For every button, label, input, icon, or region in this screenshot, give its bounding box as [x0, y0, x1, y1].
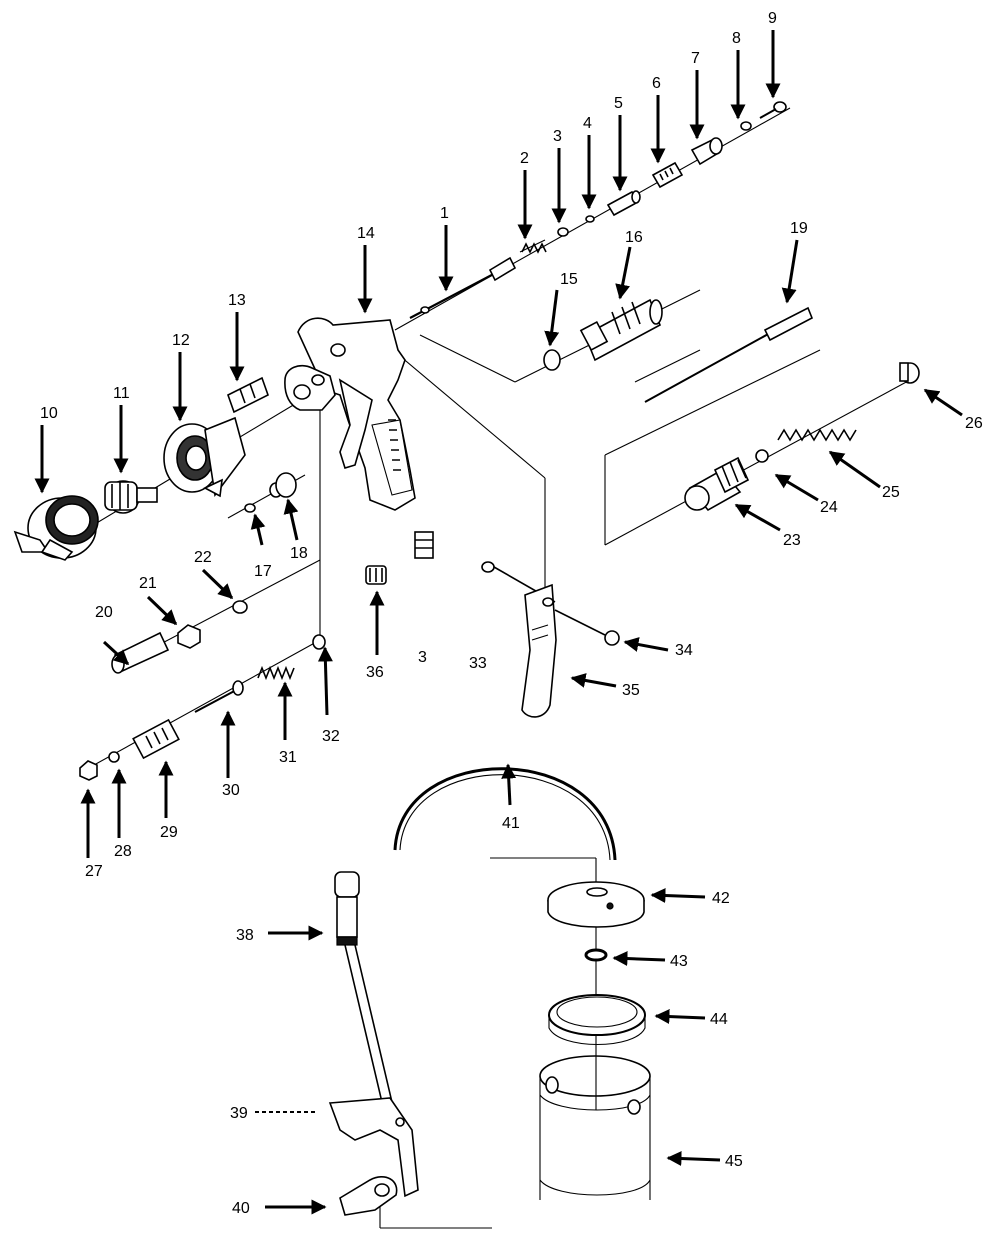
- part-39-yoke: [328, 1097, 419, 1198]
- part-44-ring: [548, 994, 646, 1046]
- part-8-washer: [740, 121, 752, 131]
- part-37-fitting: [414, 531, 434, 559]
- label-43: 43: [670, 953, 688, 970]
- label-10: 10: [40, 405, 58, 422]
- part-6-packing-nut: [651, 161, 684, 189]
- part-32-o-ring: [312, 634, 326, 650]
- part-19-needle: [644, 306, 814, 403]
- label-14: 14: [357, 225, 375, 242]
- label-13: 13: [228, 292, 246, 309]
- part-7-adjusting-cap: [690, 137, 723, 166]
- label-8: 8: [732, 30, 741, 47]
- part-20-packing: [111, 631, 170, 674]
- label-26: 26: [965, 415, 983, 432]
- part-18-cap: [269, 472, 297, 498]
- label-16: 16: [625, 229, 643, 246]
- part-22-washer: [232, 600, 248, 614]
- part-34-screw: [554, 609, 620, 646]
- label-23: 23: [783, 532, 801, 549]
- label-27: 27: [85, 863, 103, 880]
- label-15: 15: [560, 271, 578, 288]
- part-24-washer: [755, 449, 769, 463]
- part-13-fitting: [227, 376, 269, 414]
- label-28: 28: [114, 843, 132, 860]
- part-1-fluid-needle: [409, 256, 517, 319]
- part-16-air-valve: [579, 298, 663, 362]
- callout-arrows: [34, 30, 963, 1215]
- label-25: 25: [882, 484, 900, 501]
- label-30: 30: [222, 782, 240, 799]
- part-4-o-ring: [585, 215, 595, 223]
- part-38-fluid-tube: [334, 871, 396, 1116]
- label-36: 36: [366, 664, 384, 681]
- part-27-nut: [79, 760, 98, 781]
- label-4: 4: [583, 115, 592, 132]
- label-5: 5: [614, 95, 623, 112]
- label-12: 12: [172, 332, 190, 349]
- label-45: 45: [725, 1153, 743, 1170]
- label-33: 33: [469, 655, 487, 672]
- label-39: 39: [230, 1105, 248, 1122]
- part-12-gun-head: [163, 416, 246, 498]
- label-20: 20: [95, 604, 113, 621]
- part-11-fluid-nozzle: [104, 480, 158, 514]
- label-31: 31: [279, 749, 297, 766]
- part-40-lever: [339, 1176, 398, 1216]
- label-29: 29: [160, 824, 178, 841]
- label-40: 40: [232, 1200, 250, 1217]
- label-9: 9: [768, 10, 777, 27]
- label-21: 21: [139, 575, 157, 592]
- label-17: 17: [254, 563, 272, 580]
- label-7: 7: [691, 50, 700, 67]
- label-2: 2: [520, 150, 529, 167]
- label-44: 44: [710, 1011, 728, 1028]
- label-24: 24: [820, 499, 838, 516]
- label-35: 35: [622, 682, 640, 699]
- label-19: 19: [790, 220, 808, 237]
- part-36-plug: [365, 565, 387, 585]
- label-18: 18: [290, 545, 308, 562]
- part-10-air-cap: [13, 495, 99, 561]
- part-43-nut: [584, 948, 608, 962]
- part-14-gun-body: [284, 317, 416, 511]
- part-45-cup: [539, 1055, 651, 1200]
- part-23-adjusting-knob: [684, 456, 750, 512]
- label-1: 1: [440, 205, 449, 222]
- label-38: 38: [236, 927, 254, 944]
- part-31-spring: [257, 665, 295, 681]
- part-2-spring: [519, 239, 547, 254]
- label-32: 32: [322, 728, 340, 745]
- part-labels: 1 2 3 4 5 6 7 8 9 10 11 12 13 14 15 16 1…: [40, 10, 983, 1217]
- label-6: 6: [652, 75, 661, 92]
- part-3-washer: [557, 227, 569, 237]
- label-42: 42: [712, 890, 730, 907]
- part-21-nut: [177, 624, 201, 649]
- part-30-valve-stem: [194, 680, 244, 713]
- label-34: 34: [675, 642, 693, 659]
- label-3: 3: [553, 128, 562, 145]
- part-28-washer: [108, 751, 120, 763]
- label-11: 11: [113, 385, 130, 402]
- part-5-seal: [606, 190, 641, 217]
- part-17-washer: [244, 503, 256, 513]
- part-35-trigger: [521, 583, 557, 718]
- label-41: 41: [502, 815, 520, 832]
- part-15-o-ring: [543, 349, 561, 371]
- label-22: 22: [194, 549, 212, 566]
- part-25-spring: [777, 428, 857, 442]
- part-9-screw: [759, 101, 787, 119]
- part-29-valve: [132, 718, 180, 760]
- part-26-plug: [899, 362, 920, 384]
- label-37: 3: [418, 649, 427, 666]
- part-42-lid: [547, 881, 645, 928]
